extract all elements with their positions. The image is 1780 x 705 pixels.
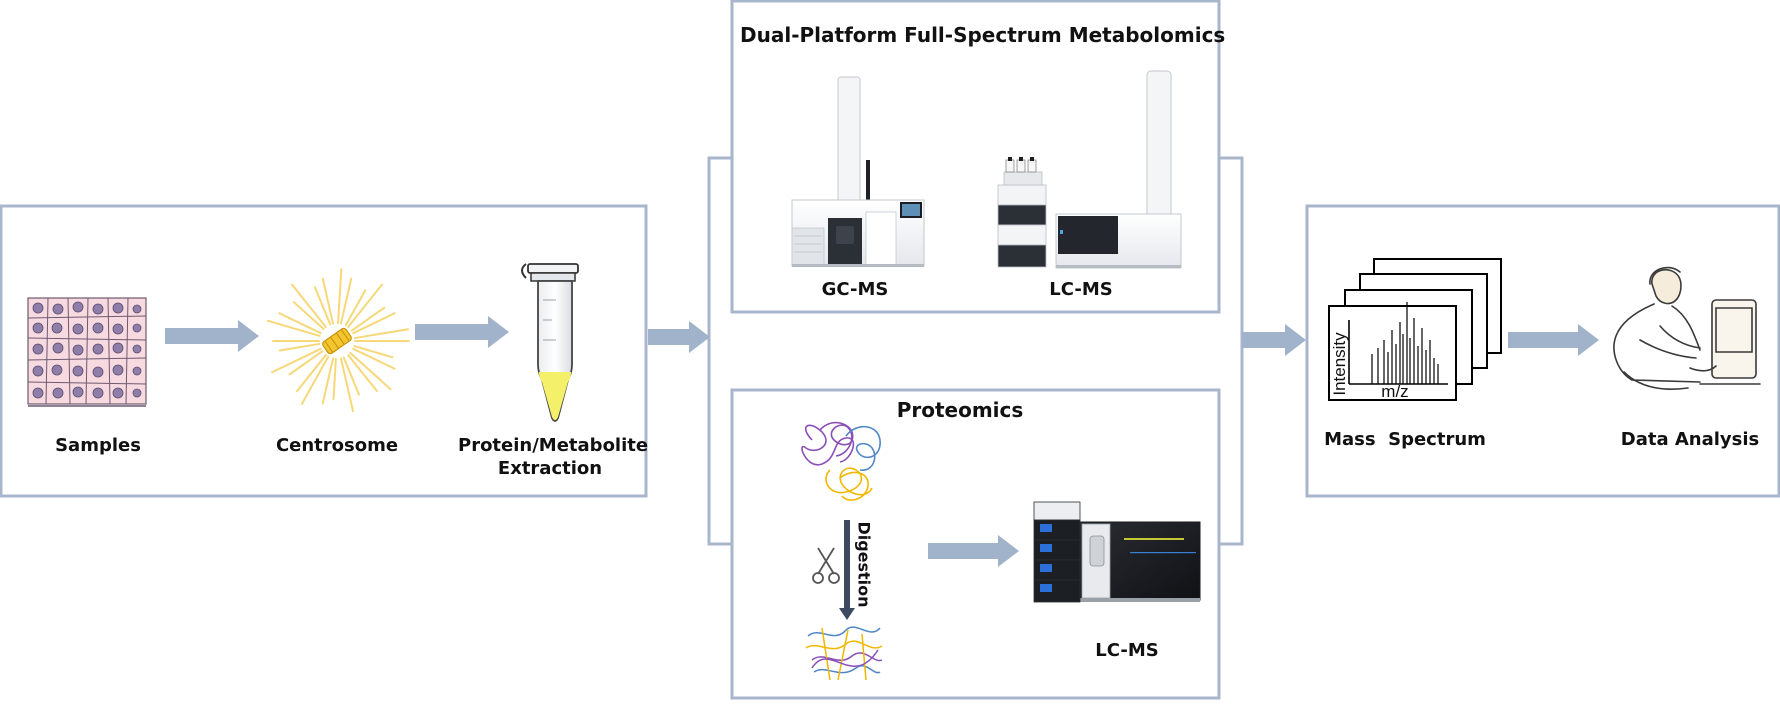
- folded-protein-icon: [801, 421, 881, 501]
- arrow-centrosome-to-extraction: [415, 316, 509, 348]
- gcms-label: GC-MS: [821, 279, 889, 300]
- centrosome-icon: [266, 268, 410, 413]
- extraction-label-line1: Protein/Metabolite: [458, 435, 649, 456]
- sample-prep-frame: [0, 204, 648, 498]
- data-analysis-label: Data Analysis: [1620, 429, 1760, 450]
- mass-spectrum-label: Mass Spectrum: [1324, 429, 1486, 450]
- digestion-arrow: [839, 520, 855, 620]
- gcms-instrument-icon: [791, 76, 925, 267]
- arrow-extraction-to-omics: [648, 321, 710, 353]
- samples-label: Samples: [55, 435, 141, 456]
- microcentrifuge-tube-icon: [521, 263, 579, 422]
- lcms-metabolomics-instrument-icon: [997, 70, 1182, 269]
- arrow-proteomics-to-lcms: [928, 535, 1019, 567]
- mass-spectrum-icon: [1328, 258, 1502, 401]
- scissors-icon: [812, 547, 840, 584]
- lcms-proteomics-instrument-icon: [1033, 501, 1201, 603]
- data-analyst-icon: [1613, 266, 1761, 391]
- arrow-omics-to-spectrum: [1242, 324, 1306, 356]
- left-bracket: [707, 156, 732, 546]
- arrow-samples-to-centrosome: [165, 320, 259, 352]
- cell-tissue-icon: [27, 297, 147, 407]
- peptide-fragments-icon: [805, 626, 883, 681]
- digestion-label: Digestion: [854, 521, 874, 608]
- spectrum-xlabel: m/z: [1381, 382, 1409, 401]
- output-frame: [1305, 204, 1780, 498]
- lcms-proteomics-label: LC-MS: [1095, 640, 1159, 661]
- extraction-label-line2: Extraction: [497, 458, 603, 479]
- centrosome-label: Centrosome: [275, 435, 399, 456]
- metabolomics-title: Dual-Platform Full-Spectrum Metabolomics: [740, 23, 1226, 47]
- proteomics-title: Proteomics: [896, 398, 1024, 422]
- arrow-spectrum-to-analysis: [1508, 324, 1599, 356]
- right-bracket: [1219, 156, 1244, 546]
- spectrum-ylabel: Intensity: [1330, 332, 1349, 396]
- lcms-metabolomics-label: LC-MS: [1049, 279, 1113, 300]
